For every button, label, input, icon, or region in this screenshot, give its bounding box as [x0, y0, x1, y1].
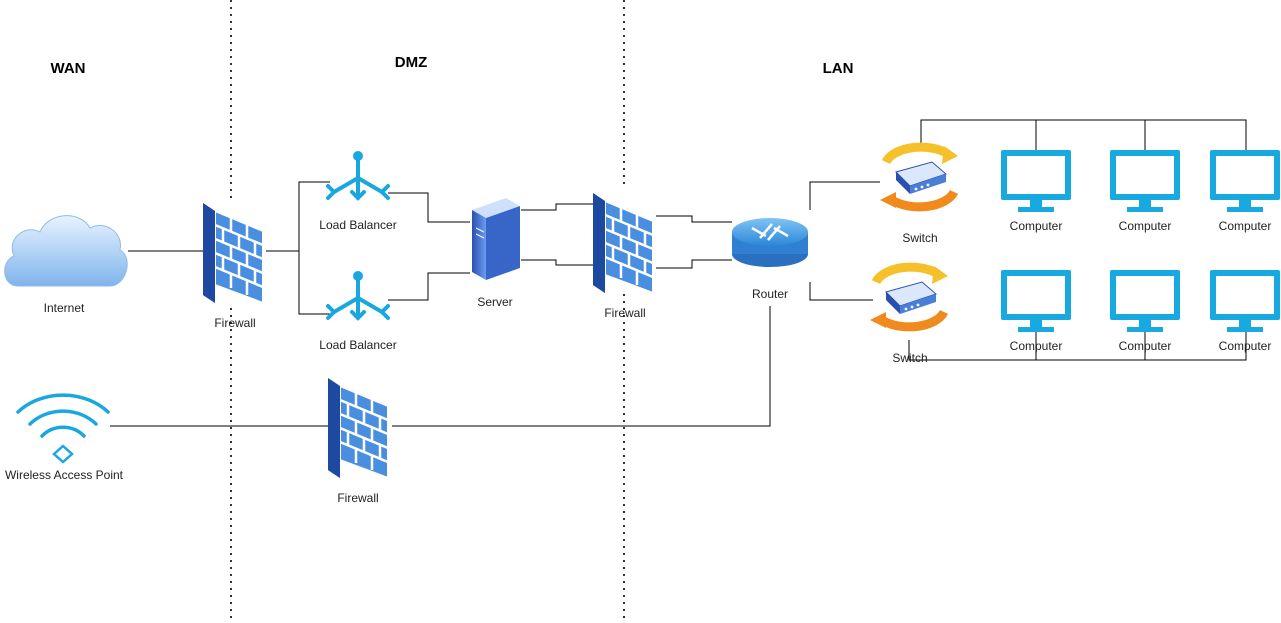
firewall-brick-icon [591, 183, 655, 295]
firewall-dmz-label: Firewall [604, 306, 645, 320]
firewall-dmz-node[interactable]: Firewall [591, 183, 655, 320]
link-router-switch-bottom [809, 282, 873, 301]
wireless-ap-node[interactable]: Wireless Access Point [5, 393, 124, 482]
router-icon [732, 218, 808, 267]
zone-label-lan: LAN [823, 60, 854, 77]
computer-top-3[interactable]: Computer [1210, 150, 1280, 233]
server-icon [472, 198, 520, 280]
link-server-firewall-top [521, 203, 593, 211]
switch-icon [880, 146, 958, 208]
cloud-icon [4, 215, 128, 287]
internet-node[interactable]: Internet [4, 215, 128, 315]
firewall-wireless-label: Firewall [337, 491, 378, 505]
switch-top-label: Switch [902, 231, 937, 245]
monitor-icon [1110, 270, 1180, 332]
link-bottom-bus [908, 332, 1247, 361]
computer-label: Computer [1010, 219, 1063, 233]
link-lb-bottom-server [388, 272, 470, 301]
computer-top-2[interactable]: Computer [1110, 150, 1180, 233]
router-label: Router [752, 287, 788, 301]
computer-label: Computer [1119, 339, 1172, 353]
link-lb-split [298, 181, 330, 315]
firewall-wireless-node[interactable]: Firewall [326, 368, 390, 505]
link-server-firewall-bottom [521, 259, 593, 266]
monitor-icon [1001, 270, 1071, 332]
monitor-icon [1210, 270, 1280, 332]
router-node[interactable]: Router [732, 218, 808, 301]
switch-bottom-node[interactable]: Switch [870, 266, 948, 365]
zone-label-dmz: DMZ [395, 54, 428, 71]
link-firewall-router-bottom [656, 259, 732, 269]
switch-icon [870, 266, 948, 328]
computer-bottom-1[interactable]: Computer [1001, 270, 1071, 353]
computer-label: Computer [1119, 219, 1172, 233]
link-lb-top-server [388, 192, 470, 223]
switch-bottom-label: Switch [892, 351, 927, 365]
computer-label: Computer [1219, 339, 1272, 353]
zone-label-wan: WAN [51, 60, 86, 77]
load-balancer-top-label: Load Balancer [319, 218, 396, 232]
computer-bottom-2[interactable]: Computer [1110, 270, 1180, 353]
server-node[interactable]: Server [472, 198, 520, 309]
link-router-wireless [392, 306, 771, 427]
internet-label: Internet [44, 301, 85, 315]
firewall-wan-node[interactable]: Firewall [201, 193, 265, 330]
computer-top-1[interactable]: Computer [1001, 150, 1071, 233]
monitor-icon [1210, 150, 1280, 212]
switch-top-node[interactable]: Switch [880, 146, 958, 245]
load-balancer-bottom-node[interactable]: Load Balancer [319, 269, 397, 352]
load-balancer-bottom-label: Load Balancer [319, 338, 396, 352]
load-balancer-top-node[interactable]: Load Balancer [319, 149, 397, 232]
monitor-icon [1110, 150, 1180, 212]
server-label: Server [477, 295, 512, 309]
wifi-icon [16, 393, 110, 464]
link-firewall-router-top [656, 215, 732, 223]
firewall-wan-label: Firewall [214, 316, 255, 330]
link-top-bus [920, 119, 1247, 150]
computer-label: Computer [1010, 339, 1063, 353]
connections [110, 119, 1247, 427]
wireless-ap-label: Wireless Access Point [5, 468, 124, 482]
monitor-icon [1001, 150, 1071, 212]
firewall-brick-icon [326, 368, 390, 480]
load-balancer-icon [326, 149, 390, 200]
computer-bottom-3[interactable]: Computer [1210, 270, 1280, 353]
computer-label: Computer [1219, 219, 1272, 233]
load-balancer-icon [326, 269, 390, 320]
firewall-brick-icon [201, 193, 265, 305]
link-router-switch-top [809, 181, 880, 210]
